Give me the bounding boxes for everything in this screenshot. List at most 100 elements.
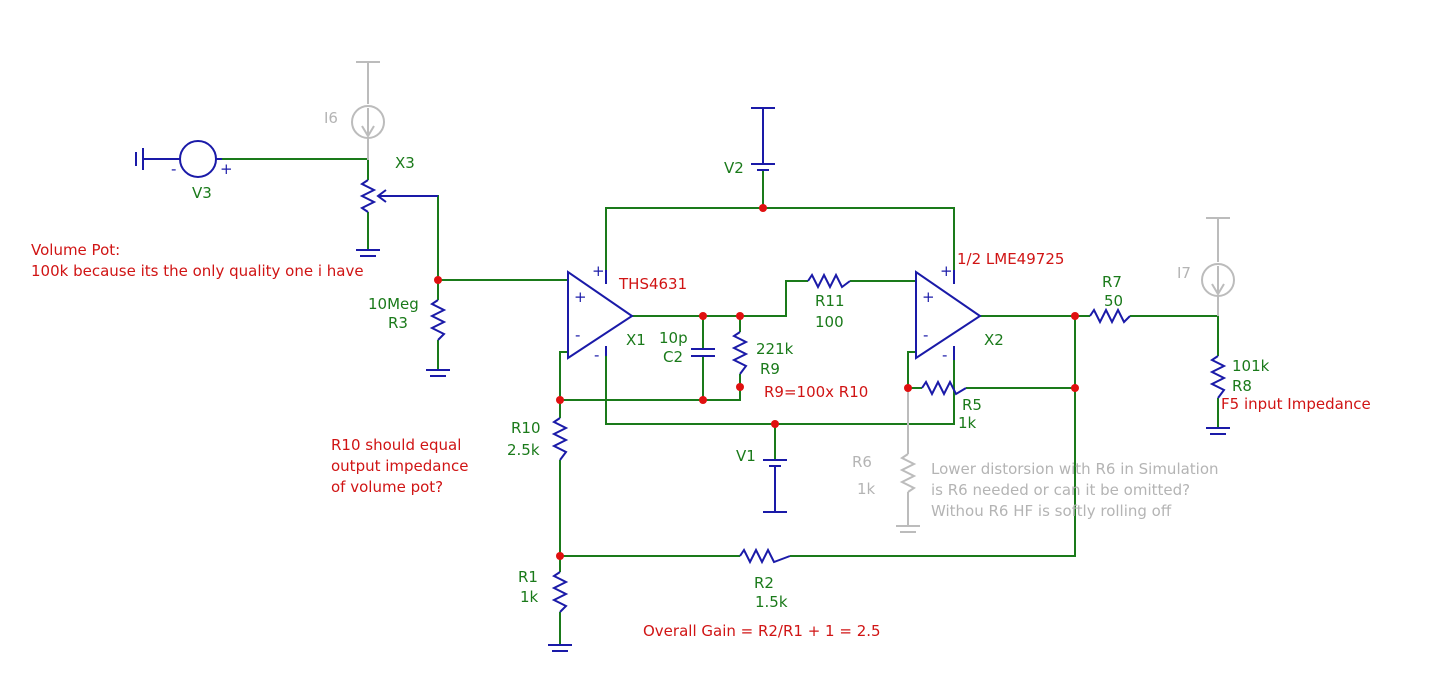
r3-zigzag <box>429 299 447 341</box>
wire-r9 <box>560 316 741 401</box>
disabled-parts <box>351 61 1235 533</box>
x1-part: THS4631 <box>618 275 687 293</box>
wire-r11 <box>740 280 916 317</box>
wire-wiper <box>378 195 439 280</box>
wire-x1-minus <box>559 351 568 400</box>
r5-value: 1k <box>958 414 977 432</box>
r7-zigzag <box>1089 307 1131 325</box>
x3-pot-zigzag <box>359 179 377 213</box>
x1-ref: X1 <box>626 331 646 349</box>
wire-v3-to-pot <box>216 158 369 180</box>
volume-pot-note-line2: 100k because its the only quality one i … <box>31 262 364 280</box>
r9-ratio-note: R9=100x R10 <box>764 383 868 401</box>
node-dot <box>759 204 767 212</box>
pin-marks: + - + - + - + - + - <box>171 160 953 364</box>
node-dot <box>699 312 707 320</box>
r6-note-line3: Withou R6 HF is softly rolling off <box>931 502 1172 520</box>
wire-v2-rail <box>605 207 955 270</box>
r11-value: 100 <box>815 313 844 331</box>
r7-ref: R7 <box>1102 273 1122 291</box>
r2-zigzag <box>739 547 791 565</box>
wire-x2-minus <box>907 351 916 388</box>
volume-pot-note-line1: Volume Pot: <box>31 241 120 259</box>
r6-note-line2: is R6 needed or can it be omitted? <box>931 481 1190 499</box>
gain-note: Overall Gain = R2/R1 + 1 = 2.5 <box>643 622 881 640</box>
x1-minus-mark: - <box>575 326 580 344</box>
r10-value: 2.5k <box>507 441 540 459</box>
ground-r8 <box>1206 427 1230 435</box>
r5-ref: R5 <box>962 396 982 414</box>
component-labels: V3 I6 X3 10Meg R3 THS4631 X1 10p C2 221k… <box>192 109 1270 611</box>
x3-wiper-arrow <box>376 189 438 203</box>
i7-arrow <box>1211 266 1225 296</box>
ground-r3 <box>426 369 450 377</box>
node-dot <box>736 312 744 320</box>
r10-note-line2: output impedance <box>331 457 468 475</box>
v3-ground-plate <box>135 148 180 170</box>
i6-arrow <box>361 108 375 138</box>
r2-value: 1.5k <box>755 593 788 611</box>
x2-minus-mark: - <box>923 326 928 344</box>
r5-zigzag <box>921 379 967 397</box>
c2-plates <box>691 348 715 357</box>
i7-ref: I7 <box>1177 264 1191 282</box>
wire-r2 <box>560 388 1076 557</box>
c2-value: 10p <box>659 329 688 347</box>
r9-value: 221k <box>756 340 794 358</box>
c2-ref: C2 <box>663 348 683 366</box>
r1-value: 1k <box>520 588 539 606</box>
x3-ref: X3 <box>395 154 415 172</box>
r9-zigzag <box>731 331 749 375</box>
r8-note: F5 input Impedance <box>1221 395 1371 413</box>
r11-zigzag <box>807 272 851 290</box>
node-dot <box>434 276 442 284</box>
r3-value: 10Meg <box>368 295 419 313</box>
v1-symbol <box>763 459 787 513</box>
r6-value: 1k <box>857 480 876 498</box>
i6-ref: I6 <box>324 109 338 127</box>
node-dot <box>556 396 564 404</box>
r2-ref: R2 <box>754 574 774 592</box>
node-dot <box>1071 312 1079 320</box>
v3-ref: V3 <box>192 184 212 202</box>
r7-value: 50 <box>1104 292 1123 310</box>
r10-note-line3: of volume pot? <box>331 478 443 496</box>
r6-wire <box>896 388 920 533</box>
r8-ref: R8 <box>1232 377 1252 395</box>
node-dot <box>771 420 779 428</box>
r8-zigzag <box>1209 355 1227 399</box>
r1-ref: R1 <box>518 568 538 586</box>
r10-note-line1: R10 should equal <box>331 436 461 454</box>
x2-ref: X2 <box>984 331 1004 349</box>
r3-ref: R3 <box>388 314 408 332</box>
v3-body <box>179 140 217 178</box>
r9-ref: R9 <box>760 360 780 378</box>
ground-x3 <box>356 249 380 257</box>
r6-note-line1: Lower distorsion with R6 in Simulation <box>931 460 1219 478</box>
x1-vminus-mark: - <box>594 346 599 364</box>
x2-triangle <box>915 270 982 360</box>
v2-ref: V2 <box>724 159 744 177</box>
x2-vplus-mark: + <box>940 262 953 280</box>
r6-zigzag <box>899 453 917 493</box>
r8-value: 101k <box>1232 357 1270 375</box>
x1-plus-mark: + <box>574 288 587 306</box>
annotations: Volume Pot: 100k because its the only qu… <box>31 241 1371 640</box>
x1-vplus-mark: + <box>592 262 605 280</box>
ground-r1 <box>548 644 572 652</box>
node-dots <box>434 204 1079 560</box>
v3-plus-mark: + <box>220 160 233 178</box>
i6-lead-top <box>356 61 380 104</box>
v2-symbol <box>751 107 775 171</box>
v1-ref: V1 <box>736 447 756 465</box>
components <box>135 107 1230 652</box>
wires <box>216 158 1219 645</box>
node-dot <box>556 552 564 560</box>
node-dot <box>736 383 744 391</box>
x2-part: 1/2 LME49725 <box>957 250 1064 268</box>
node-dot <box>904 384 912 392</box>
v3-minus-mark: - <box>171 160 176 178</box>
x2-plus-mark: + <box>922 288 935 306</box>
wire-r5 <box>908 316 1076 389</box>
